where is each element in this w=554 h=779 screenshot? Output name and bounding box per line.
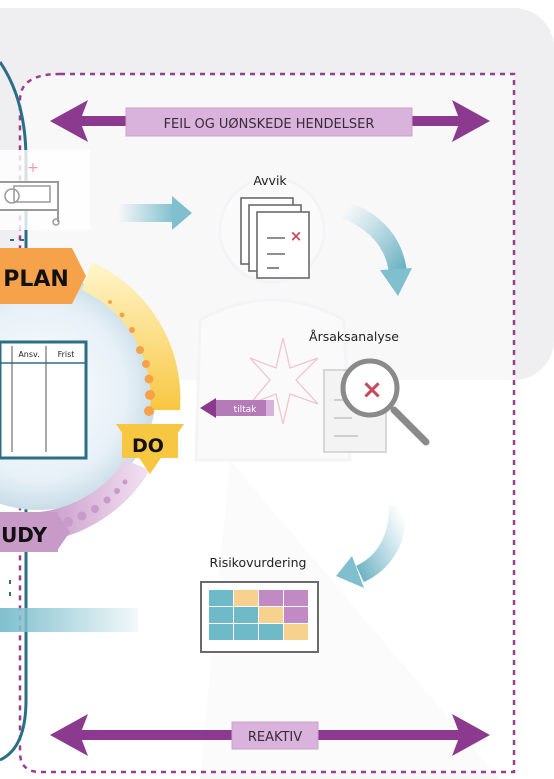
table-header-ansv: Ansv. [18,350,39,359]
bottom-banner-text: REAKTIV [248,730,302,745]
plus-icon: + [27,160,39,176]
risk-matrix-cell [259,624,283,640]
table-header-frist: Frist [58,350,75,359]
risk-matrix-cell [259,607,283,623]
tiltak-label: tiltak [234,405,258,415]
avvik-label: Avvik [253,173,287,188]
risk-matrix-cell [209,607,233,623]
risk-matrix-cell [234,607,258,623]
magnifier-x-icon: × [361,375,383,405]
risk-matrix-cell [209,590,233,606]
risk-matrix-cell [284,607,308,623]
top-banner [125,107,413,137]
pdsa-cycle [0,248,184,552]
plan-label: PLAN [3,267,69,292]
risk-matrix-cell [259,590,283,606]
document-stack-icon [240,197,310,279]
curved-arrow-1 [341,201,412,296]
risk-matrix-cell [234,624,258,640]
teal-flow-arrow [118,196,192,230]
top-banner-text: FEIL OG UØNSKEDE HENDELSER [164,117,375,132]
dashed-markers [9,239,24,596]
curved-arrow-2 [336,505,407,588]
bottom-banner [231,721,319,750]
risk-matrix-cell [284,624,308,640]
bottom-double-arrow [50,714,490,756]
tiltak-arrow [200,398,274,418]
risk-matrix-cell [209,624,233,640]
magnifier-document-icon: × [323,358,430,453]
teal-band [0,608,138,632]
risk-matrix-cell [284,590,308,606]
do-label: DO [132,435,164,457]
study-label: UDY [1,523,47,547]
hospital-bed-icon: + [0,150,90,230]
risk-matrix [209,590,308,640]
error-x-icon: × [290,227,303,245]
risikovurdering-label: Risikovurdering [210,555,307,570]
risk-matrix-cell [234,590,258,606]
arsaksanalyse-label: Årsaksanalyse [309,329,399,344]
starburst-icon [247,337,319,425]
top-double-arrow [50,100,490,142]
